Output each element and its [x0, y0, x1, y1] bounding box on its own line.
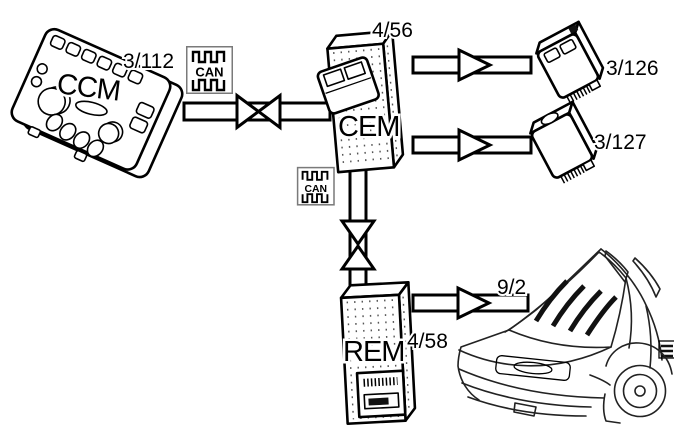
relay-bottom-id-label: 3/127 — [594, 131, 647, 154]
ccm-oval-button — [86, 139, 105, 158]
arrow-rem-window — [411, 285, 530, 321]
trunk-left-corner — [457, 329, 510, 401]
quarter-glass — [604, 250, 629, 283]
can-label: CAN — [305, 184, 328, 195]
ccm-knob-left — [37, 87, 66, 116]
defroster-bar — [584, 295, 618, 337]
relay-pin-grid — [568, 24, 579, 34]
side-marker-stripes — [661, 344, 673, 358]
rem-connector-opening — [368, 397, 389, 406]
arrowhead-left — [255, 92, 282, 131]
defroster-bar — [567, 289, 603, 333]
ccm-mount-tab — [27, 126, 42, 139]
arrowhead-right — [456, 285, 493, 321]
side-marker-lamp — [658, 340, 674, 359]
arrowhead-right — [457, 47, 494, 83]
license-plate-oval — [513, 361, 553, 375]
relay-top-id-label: 3/126 — [606, 57, 659, 80]
arrowhead-right — [235, 92, 262, 131]
rem-texture — [346, 296, 410, 420]
ccm-button — [65, 41, 82, 57]
bumper-crease-mid — [461, 382, 592, 408]
ccm-oval-button — [59, 122, 77, 141]
license-plate-recess — [495, 355, 571, 381]
arrow-cem-rem — [339, 166, 377, 294]
ccm-faceplate — [10, 27, 172, 171]
arrowhead-up — [339, 243, 377, 271]
cem-label: CEM — [338, 111, 399, 143]
trunk-rear-edge — [458, 346, 612, 367]
arrow-ccm-cem — [182, 92, 332, 131]
ccm-oval-button — [72, 131, 91, 150]
cem-connector — [316, 56, 380, 115]
relay-top-oval — [540, 111, 559, 126]
wheel-rim — [622, 373, 658, 409]
heated-rear-window-id-label: 9/2 — [497, 276, 526, 299]
cem-connector-socket — [343, 61, 367, 80]
ccm-label: CCM — [55, 68, 121, 107]
heated-rear-window-grid — [533, 279, 618, 337]
bumper-crease-top — [458, 368, 605, 399]
fender-arch — [605, 342, 673, 375]
arrow-cem-relay-bottom — [411, 127, 533, 163]
ccm-display-slot — [74, 100, 108, 117]
ccm-mount-tab — [73, 149, 88, 163]
can-signal-wave-top — [301, 170, 329, 181]
body-line — [589, 374, 611, 386]
bumper-bottom-edge — [467, 396, 587, 417]
door-shutline — [645, 305, 652, 369]
c-pillar-line — [625, 277, 633, 349]
ccm-button — [135, 101, 155, 119]
wheel-tyre — [613, 364, 667, 418]
relay-module-bottom — [529, 100, 599, 184]
ccm-knob-right — [97, 122, 120, 145]
ccm-button — [49, 34, 66, 50]
can-bus-icon-top: CAN — [186, 46, 233, 94]
can-signal-wave-bottom — [301, 193, 329, 204]
ccm-button — [111, 62, 128, 78]
can-signal-wave-top — [191, 50, 226, 64]
arrowhead-down — [339, 219, 377, 247]
defroster-bar — [533, 279, 569, 323]
cem-module — [316, 29, 405, 174]
relay-socket — [559, 38, 577, 55]
relay-module-top — [535, 20, 605, 104]
bumper-notch — [513, 402, 537, 417]
car-rear-view — [457, 248, 674, 424]
can-bus-icon-bottom: CAN — [296, 166, 335, 206]
ccm-oval-button — [45, 113, 64, 132]
rem-module — [339, 281, 417, 425]
rem-id-label: 4/58 — [407, 330, 448, 353]
mud-flap — [602, 393, 621, 424]
rem-label: REM — [343, 336, 404, 368]
can-signal-wave-bottom — [191, 78, 226, 92]
ccm-button — [127, 69, 144, 85]
ccm-round-button — [30, 75, 43, 88]
wheel-hub — [634, 385, 646, 397]
ccm-round-button — [36, 63, 48, 75]
arrow-cem-relay-top — [411, 47, 533, 83]
arrowhead-right — [457, 127, 494, 163]
cem-connector-socket — [322, 68, 346, 88]
ccm-button — [80, 48, 97, 64]
relay-latch — [588, 79, 602, 92]
ccm-module — [10, 27, 184, 179]
ccm-button — [96, 55, 113, 71]
relay-latch — [582, 159, 596, 172]
can-label: CAN — [195, 65, 223, 80]
cem-id-label: 4/56 — [372, 19, 413, 42]
defroster-bar — [550, 284, 586, 328]
relay-socket — [543, 47, 561, 64]
cem-connector-divider — [325, 77, 372, 94]
door-glass — [632, 257, 661, 298]
ccm-id-label: 3/112 — [123, 50, 174, 73]
ccm-button — [129, 116, 149, 134]
